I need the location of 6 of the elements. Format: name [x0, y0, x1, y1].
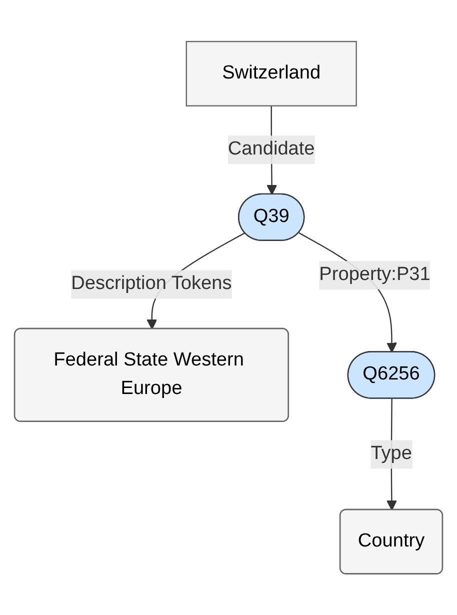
edge-label: Description Tokens [71, 274, 232, 294]
node-box [186, 40, 357, 106]
edge-label: Type [370, 444, 412, 464]
edge-label: Candidate [228, 139, 315, 160]
flowchart: Candidate Description Tokens Property:P31 Type Switzerland Q39 Federal State Western Europe Q6256 Country [5, 32, 452, 584]
edge-label: Property:P31 [319, 264, 430, 285]
